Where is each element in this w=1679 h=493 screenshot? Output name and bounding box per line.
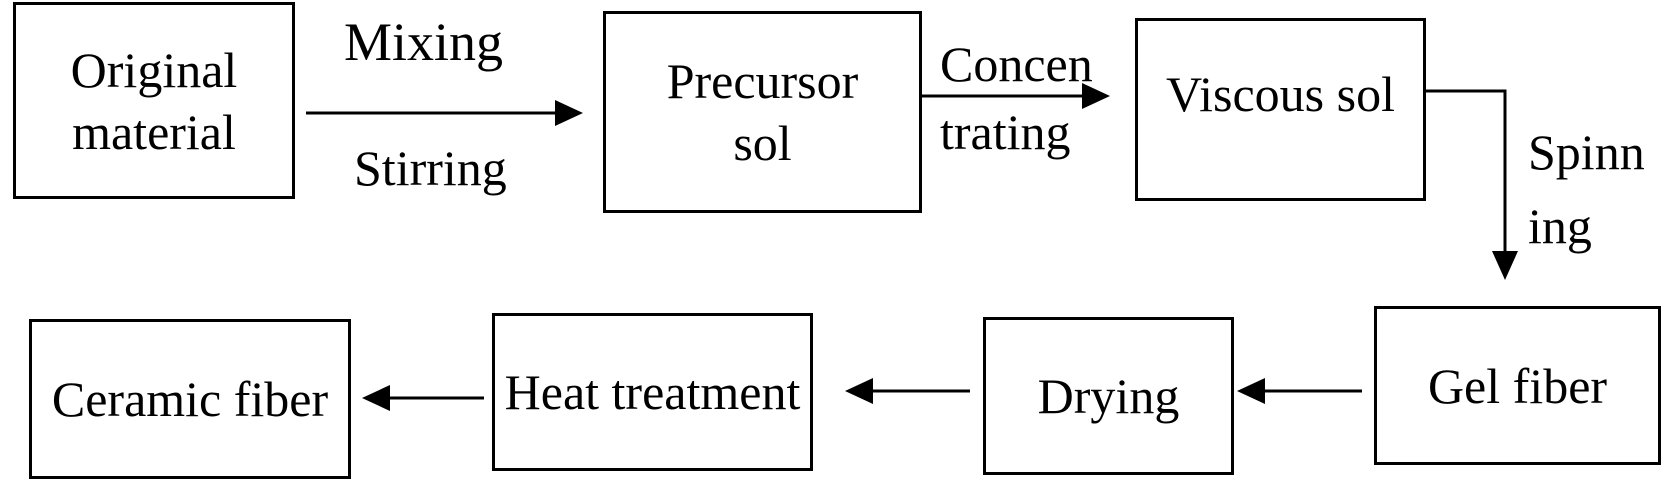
arrowhead-spinning xyxy=(1492,251,1518,280)
gel-fiber-label: Gel fiber xyxy=(1427,357,1608,414)
box-ceramic-fiber: Ceramic fiber xyxy=(29,319,351,479)
arrowhead-mixing xyxy=(555,100,583,126)
arrow-spinning xyxy=(1426,89,1507,260)
original-material-line2: material xyxy=(72,103,236,160)
ceramic-fiber-label: Ceramic fiber xyxy=(51,371,329,427)
label-mixing: Mixing xyxy=(344,12,504,72)
precursor-sol-line2: sol xyxy=(733,115,792,171)
precursor-sol-line1: Precursor xyxy=(666,53,859,109)
drying-label: Drying xyxy=(1037,368,1180,424)
label-concentrating-line1: Concen xyxy=(940,36,1093,92)
original-material-line1: Original xyxy=(70,41,238,98)
label-spinning-line2: ing xyxy=(1528,198,1592,254)
box-gel-fiber: Gel fiber xyxy=(1374,306,1661,465)
box-original-material: Original material xyxy=(13,2,295,199)
box-heat-treatment: Heat treatment xyxy=(492,313,813,471)
box-precursor-sol: Precursor sol xyxy=(603,11,922,213)
box-drying: Drying xyxy=(983,317,1234,475)
label-stirring: Stirring xyxy=(354,140,507,196)
arrowhead-concentrating xyxy=(1082,83,1110,109)
box-viscous-sol: Viscous sol xyxy=(1135,18,1426,201)
arrowhead-heat-to-ceramic xyxy=(362,385,390,411)
heat-treatment-label: Heat treatment xyxy=(504,364,801,420)
label-spinning-line1: Spinn xyxy=(1528,124,1645,180)
viscous-sol-label: Viscous sol xyxy=(1166,66,1395,122)
label-concentrating-line2: trating xyxy=(940,104,1071,160)
arrowhead-drying-to-heat xyxy=(845,378,873,404)
arrowhead-gel-to-drying xyxy=(1237,378,1265,404)
